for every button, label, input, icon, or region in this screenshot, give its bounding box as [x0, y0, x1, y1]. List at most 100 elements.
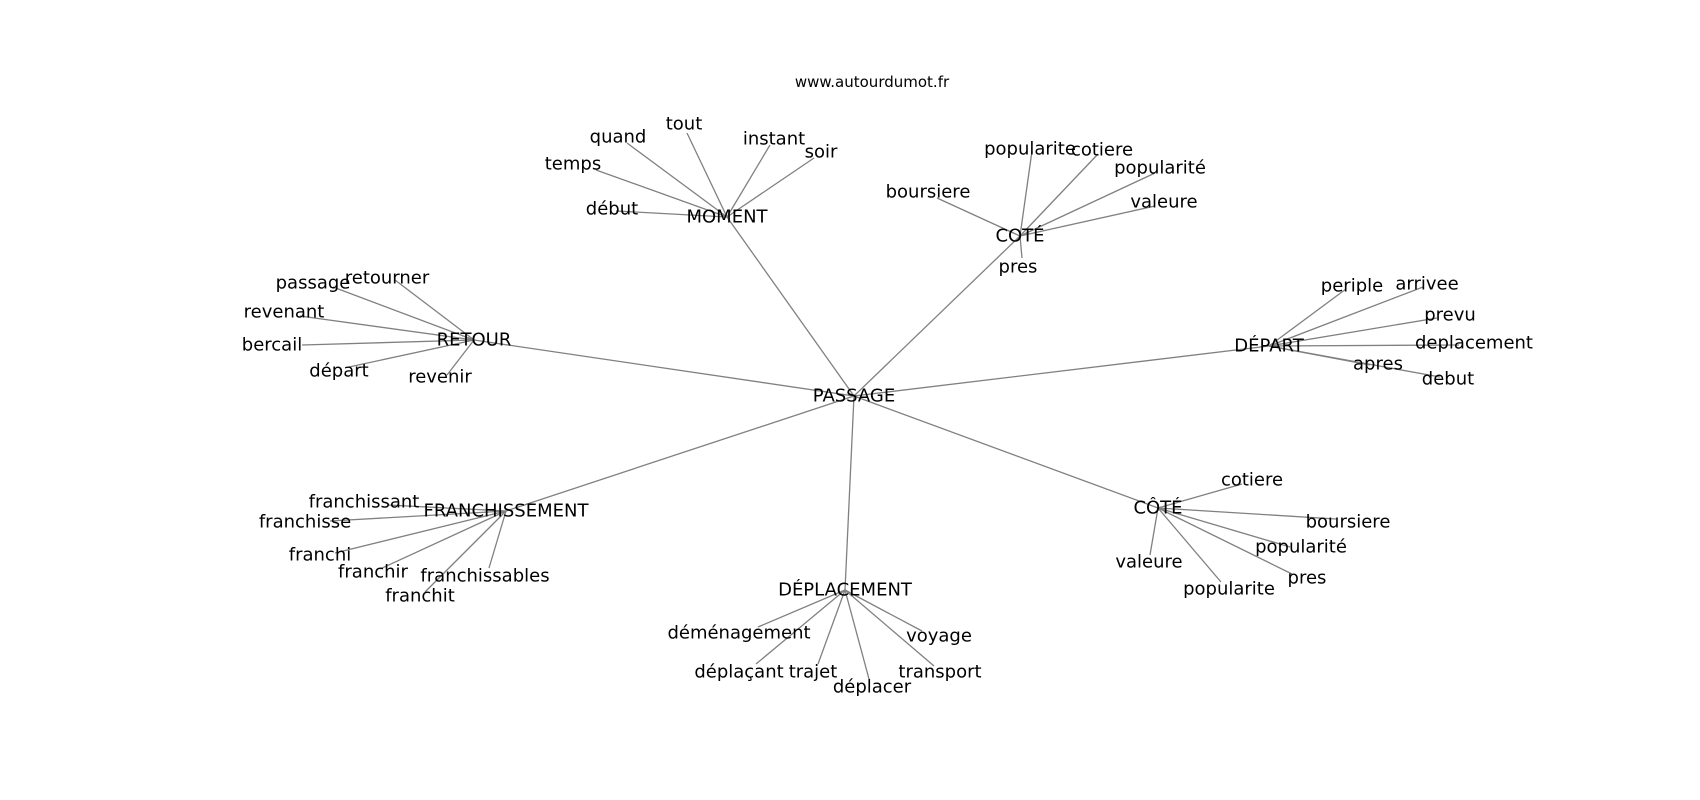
- edge-moment-quand: [626, 142, 728, 218]
- edge-cote-2-cotiere: [1157, 483, 1243, 509]
- word-node-depart-deplacement: deplacement: [1415, 333, 1533, 354]
- word-node-franchissement-franchi: franchi: [289, 545, 351, 566]
- word-node-deplacement-demenagement: déménagement: [667, 623, 810, 644]
- word-node-retour-passage: passage: [276, 273, 351, 294]
- word-node-moment-temps: temps: [545, 154, 601, 175]
- edge-cote-1-popularite: [1019, 150, 1033, 237]
- edge-depart-debut: [1268, 345, 1441, 378]
- word-node-cote-1-cotiere: cotiere: [1071, 140, 1133, 161]
- word-node-cote-2-popularite: popularité: [1255, 537, 1347, 558]
- edge-depart-prevu: [1268, 317, 1438, 347]
- word-node-cote-1-valeure: valeure: [1130, 192, 1197, 213]
- edge-depart-deplacement: [1268, 344, 1460, 347]
- word-node-cote-1-popularite: popularite: [984, 139, 1076, 160]
- edge-franchissement-franchi: [334, 510, 507, 554]
- word-node-moment-debut: début: [586, 199, 638, 220]
- edge-cote-1-valeure: [1019, 205, 1156, 237]
- word-node-moment-quand: quand: [590, 127, 647, 148]
- edge-cote-1-popularite: [1019, 172, 1156, 237]
- edge-retour-bercail: [301, 339, 475, 346]
- word-node-retour-revenir: revenir: [408, 367, 472, 388]
- edge-root-depart: [853, 345, 1270, 397]
- word-node-cote-2-popularite: popularite: [1183, 579, 1275, 600]
- word-node-deplacement-deplacer: déplacer: [833, 677, 912, 698]
- edge-cote-1-cotiere: [1019, 153, 1099, 237]
- edge-moment-debut: [615, 210, 728, 218]
- word-node-franchissement-franchissables: franchissables: [420, 566, 549, 587]
- edge-root-cote-1: [853, 235, 1021, 397]
- word-node-retour-retourner: retourner: [345, 268, 430, 289]
- edges-layer: [299, 132, 1460, 680]
- word-node-retour-revenant: revenant: [244, 302, 325, 323]
- edge-cote-2-boursiere: [1157, 507, 1337, 520]
- edge-moment-temps: [595, 169, 728, 218]
- hub-node-moment: MOMENT: [686, 207, 768, 228]
- word-node-depart-periple: periple: [1321, 276, 1383, 297]
- word-node-deplacement-trajet: trajet: [789, 662, 838, 683]
- edge-deplacement-transport: [844, 589, 935, 667]
- word-node-moment-instant: instant: [743, 129, 805, 150]
- edge-franchissement-franchisse: [329, 510, 507, 522]
- hub-node-retour: RETOUR: [437, 330, 512, 351]
- word-node-cote-1-popularite: popularité: [1114, 158, 1206, 179]
- word-node-franchissement-franchit: franchit: [385, 586, 455, 607]
- edge-root-moment: [726, 216, 855, 397]
- word-node-depart-arrivee: arrivee: [1395, 274, 1458, 295]
- word-node-moment-soir: soir: [805, 142, 838, 163]
- word-node-deplacement-voyage: voyage: [906, 626, 972, 647]
- edge-retour-depart: [348, 339, 475, 368]
- edge-depart-periple: [1268, 288, 1347, 347]
- word-node-retour-bercail: bercail: [242, 335, 302, 356]
- edge-moment-soir: [726, 157, 815, 218]
- edge-franchissement-franchissant: [387, 504, 507, 512]
- word-node-franchissement-franchir: franchir: [338, 562, 408, 583]
- edge-root-franchissement: [505, 395, 855, 512]
- word-node-cote-2-pres: pres: [1288, 568, 1327, 589]
- edge-moment-tout: [686, 132, 728, 218]
- word-node-cote-1-boursiere: boursiere: [886, 182, 971, 203]
- edge-cote-1-boursiere: [936, 197, 1021, 237]
- word-node-depart-prevu: prevu: [1424, 305, 1476, 326]
- word-node-retour-depart: départ: [309, 361, 368, 382]
- edge-retour-passage: [332, 286, 475, 341]
- edge-root-retour: [473, 339, 855, 397]
- word-node-depart-apres: apres: [1353, 354, 1403, 375]
- word-node-deplacement-transport: transport: [898, 662, 981, 683]
- hub-node-franchissement: FRANCHISSEMENT: [424, 501, 590, 522]
- hub-node-cote-2: CÔTÉ: [1133, 497, 1182, 519]
- edge-cote-2-popularite: [1157, 507, 1291, 548]
- edge-cote-1-pres: [1019, 235, 1023, 259]
- edge-moment-instant: [726, 144, 771, 218]
- edge-deplacement-demenagement: [757, 589, 846, 628]
- edge-cote-2-pres: [1157, 507, 1293, 575]
- edge-franchissement-franchir: [379, 510, 507, 570]
- hub-node-depart: DÉPART: [1234, 335, 1304, 357]
- edge-franchissement-franchit: [424, 510, 507, 593]
- edge-deplacement-deplacer: [844, 589, 870, 680]
- edge-deplacement-voyage: [844, 589, 923, 632]
- word-node-cote-2-boursiere: boursiere: [1306, 512, 1391, 533]
- source-label: www.autourdumot.fr: [794, 73, 950, 91]
- edge-depart-arrivee: [1268, 286, 1424, 347]
- hub-node-cote-1: COTÉ: [995, 225, 1044, 247]
- edge-deplacement-trajet: [817, 589, 846, 665]
- word-node-cote-2-cotiere: cotiere: [1221, 470, 1283, 491]
- edge-root-deplacement: [844, 395, 855, 591]
- word-node-franchissement-franchissant: franchissant: [309, 492, 420, 513]
- edge-franchissement-franchissables: [488, 510, 507, 569]
- word-node-depart-debut: debut: [1422, 369, 1474, 390]
- word-node-deplacement-deplacant: déplaçant: [694, 662, 783, 683]
- word-node-franchissement-franchisse: franchisse: [259, 512, 351, 533]
- edge-deplacement-deplacant: [755, 589, 846, 665]
- edge-retour-revenant: [299, 315, 475, 341]
- word-node-moment-tout: tout: [666, 114, 703, 135]
- root-node-label: PASSAGE: [813, 386, 896, 407]
- hub-node-deplacement: DÉPLACEMENT: [778, 579, 913, 601]
- edge-retour-retourner: [394, 279, 475, 341]
- word-node-cote-2-valeure: valeure: [1115, 552, 1182, 573]
- edge-cote-2-valeure: [1149, 507, 1159, 556]
- edge-root-cote-2: [853, 395, 1159, 509]
